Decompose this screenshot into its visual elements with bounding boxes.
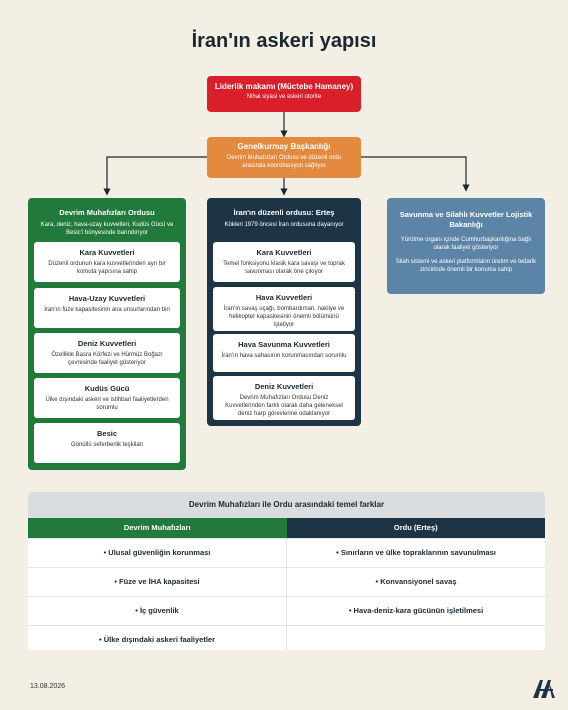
card-title: Deniz Kuvvetleri <box>254 382 314 391</box>
irgc-card: Deniz Kuvvetleri Özellikle Basra Körfezi… <box>34 333 180 373</box>
logistics-column: Savunma ve Silahlı Kuvvetler Lojistik Ba… <box>387 198 545 294</box>
army-cell <box>287 626 545 650</box>
irgc-card: Hava-Uzay Kuvvetleri İran'ın füze kapasi… <box>34 288 180 328</box>
general-staff-sub: Devrim Muhafızları Ordusu ve düzenli ord… <box>226 155 342 169</box>
irgc-column-header: Devrim Muhafızları <box>28 518 287 538</box>
comparison-table: Devrim Muhafızları ile Ordu arasındaki t… <box>28 492 545 650</box>
irgc-cell: • Füze ve İHA kapasitesi <box>28 568 287 596</box>
staff-to-logistics-arrow <box>361 156 470 192</box>
card-desc: İran'ın hava sahasının korunmasından sor… <box>221 353 347 359</box>
card-desc: Devrim Muhafızları Ordusu Deniz Kuvvetle… <box>225 395 343 417</box>
irgc-cell: • Ulusal güvenliğin korunması <box>28 539 287 567</box>
army-sub: Kökleri 1979 öncesi İran ordusuna dayanı… <box>224 222 344 228</box>
card-title: Hava Kuvvetleri <box>255 293 313 302</box>
aa-logo-icon <box>533 680 555 698</box>
general-staff-heading: Genelkurmay Başkanlığı <box>237 142 331 151</box>
irgc-sub: Kara, deniz, hava-uzay kuvvetleri, Kudüs… <box>40 222 174 236</box>
army-card: Kara Kuvvetleri Temel fonksiyonu klasik … <box>213 242 355 282</box>
card-title: Besic <box>96 429 117 438</box>
army-cell: • Hava-deniz-kara gücünün işletilmesi <box>348 606 484 615</box>
general-staff-box: Genelkurmay Başkanlığı Devrim Muhafızlar… <box>207 137 361 178</box>
army-heading: İran'ın düzenli ordusu: Erteş <box>233 208 335 217</box>
irgc-card: Kara Kuvvetleri Düzenli ordunun kara kuv… <box>34 242 180 282</box>
table-row: • İç güvenlik • Hava-deniz-kara gücünün … <box>28 596 545 625</box>
logistics-heading: Savunma ve Silahlı Kuvvetler Lojistik Ba… <box>399 210 533 229</box>
army-card: Deniz Kuvvetleri Devrim Muhafızları Ordu… <box>213 376 355 420</box>
card-desc: Gönüllü seferberlik teşkilatı <box>70 442 144 448</box>
table-row: • Ulusal güvenliğin korunması • Sınırlar… <box>28 538 545 567</box>
card-desc: İran'ın savaş uçağı, bombardıman, nakliy… <box>223 306 345 328</box>
irgc-column: Devrim Muhafızları Ordusu Kara, deniz, h… <box>28 198 186 470</box>
card-title: Hava Savunma Kuvvetleri <box>238 340 330 349</box>
table-row: • Füze ve İHA kapasitesi • Konvansiyonel… <box>28 567 545 596</box>
card-title: Hava-Uzay Kuvvetleri <box>68 294 146 303</box>
logistics-sub-2: Silah sistemi ve askeri platformların ür… <box>395 259 537 273</box>
card-title: Deniz Kuvvetleri <box>77 339 137 348</box>
card-desc: Özellikle Basra Körfezi ve Hürmüz Boğazı… <box>51 352 163 366</box>
logistics-sub-1: Yürütme organı içinde Cumhurbaşkanlığına… <box>400 237 532 251</box>
card-desc: Düzenli ordunun kara kuvvetlerinden ayrı… <box>48 261 166 275</box>
table-row: • Ülke dışındaki askeri faaliyetler <box>28 625 545 650</box>
army-column-header: Ordu (Erteş) <box>286 518 545 538</box>
date-label: 13.08.2026 <box>30 683 66 690</box>
card-desc: Ülke dışındaki askeri ve istihbari faali… <box>45 397 169 411</box>
card-desc: Temel fonksiyonu klasik kara savaşı ve t… <box>223 261 345 275</box>
comparison-header: Devrim Muhafızları Ordu (Erteş) <box>28 518 545 538</box>
irgc-card: Kudüs Gücü Ülke dışındaki askeri ve isti… <box>34 378 180 418</box>
comparison-title: Devrim Muhafızları ile Ordu arasındaki t… <box>28 492 545 518</box>
irgc-heading: Devrim Muhafızları Ordusu <box>59 208 155 217</box>
card-title: Kara Kuvvetleri <box>256 248 312 257</box>
leader-box: Liderlik makamı (Müctebe Hamaney) Nihai … <box>207 76 361 112</box>
irgc-cell: • Ülke dışındaki askeri faaliyetler <box>28 626 287 650</box>
army-card: Hava Savunma Kuvvetleri İran'ın hava sah… <box>213 334 355 372</box>
leader-heading: Liderlik makamı (Müctebe Hamaney) <box>214 82 354 91</box>
leader-sub: Nihai siyasi ve askeri otorite <box>246 94 322 100</box>
irgc-cell: • İç güvenlik <box>28 597 287 625</box>
card-desc: İran'ın füze kapasitesinin ana unsurları… <box>44 307 170 313</box>
army-cell: • Konvansiyonel savaş <box>375 577 457 586</box>
card-title: Kara Kuvvetleri <box>79 248 135 257</box>
card-title: Kudüs Gücü <box>84 384 130 393</box>
army-cell: • Sınırların ve ülke topraklarının savun… <box>336 548 496 557</box>
army-card: Hava Kuvvetleri İran'ın savaş uçağı, bom… <box>213 287 355 331</box>
staff-to-irgc-arrow <box>103 156 207 196</box>
irgc-card: Besic Gönüllü seferberlik teşkilatı <box>34 423 180 463</box>
page-title: İran'ın askeri yapısı <box>191 30 377 52</box>
army-column: İran'ın düzenli ordusu: Erteş Kökleri 19… <box>207 198 361 426</box>
